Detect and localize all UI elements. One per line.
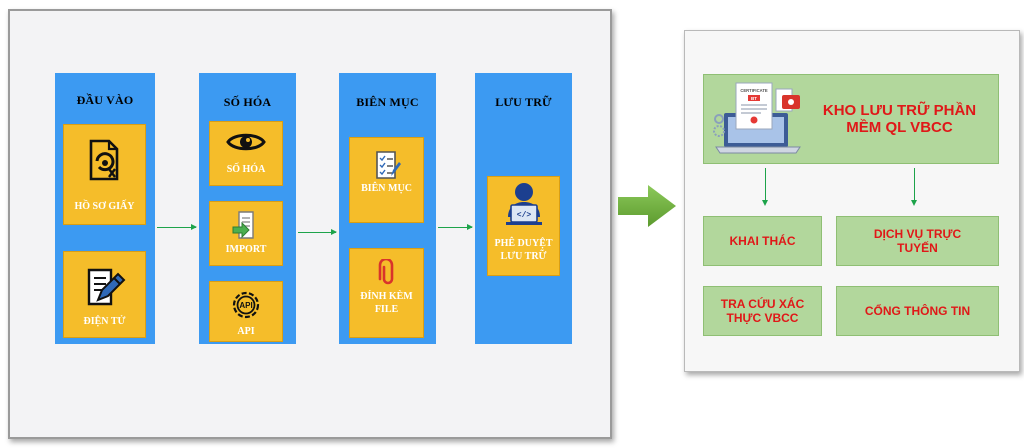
repository-header: KHO LƯU TRỮ PHẦN MỀM QL VBCC CERTIFICATE…	[703, 74, 999, 164]
paper-document-icon	[89, 139, 118, 181]
column-title: SỐ HÓA	[223, 95, 272, 109]
column-title: ĐẦU VÀO	[76, 93, 134, 107]
service-tra-cuu-xac-thuc: TRA CỨU XÁC THỰC VBCC	[703, 286, 822, 336]
developer-user-icon: </>	[505, 183, 542, 225]
card-label: IMPORT	[225, 244, 267, 255]
api-gear-icon: API	[232, 291, 260, 319]
connector-arrow	[911, 168, 917, 206]
service-khai-thac: KHAI THÁC	[703, 216, 822, 266]
connector-arrow	[298, 229, 337, 235]
repository-panel: KHO LƯU TRỮ PHẦN MỀM QL VBCC CERTIFICATE…	[684, 30, 1020, 372]
repository-title: KHO LƯU TRỮ PHẦN MỀM QL VBCC	[822, 102, 977, 136]
card-label: HỒ SƠ GIẤY	[74, 201, 135, 212]
import-icon	[232, 211, 254, 239]
card-label: ĐIỆN TỬ	[83, 316, 126, 327]
certificate-header-text: CERTIFICATE	[740, 88, 768, 93]
svg-text:API: API	[239, 301, 252, 310]
card-label: SỐ HÓA	[226, 164, 266, 175]
column-title: LƯU TRỮ	[495, 95, 552, 109]
card-label: ĐÍNH KÈM FILE	[360, 291, 413, 315]
certificate-badge-text: BT	[751, 96, 757, 101]
svg-text:</>: </>	[516, 211, 531, 220]
card-label: PHÊ DUYỆT LƯU TRỮ	[494, 238, 553, 262]
column-luu-tru: LƯU TRỮ </> PHÊ DUYỆT LƯU TRỮ	[475, 73, 572, 344]
workflow-panel: ĐẦU VÀO HỒ SƠ GIẤY ĐIỆN TỬ SỐ HÓA	[8, 9, 612, 439]
paperclip-icon	[378, 259, 393, 285]
column-so-hoa: SỐ HÓA SỐ HÓA IMPORT API API	[199, 73, 296, 344]
card-ho-so-giay: HỒ SƠ GIẤY	[63, 124, 146, 225]
card-import: IMPORT	[209, 201, 283, 266]
connector-arrow	[762, 168, 768, 206]
column-title: BIÊN MỤC	[356, 95, 419, 109]
service-dich-vu-truc-tuyen: DỊCH VỤ TRỰC TUYẾN	[836, 216, 999, 266]
electronic-document-icon	[87, 268, 125, 306]
card-label: API	[237, 326, 255, 337]
connector-arrow	[157, 224, 197, 230]
card-phe-duyet-luu-tru: </> PHÊ DUYỆT LƯU TRỮ	[487, 176, 560, 276]
flow-arrow-icon	[618, 185, 676, 227]
certificate-laptop-icon: CERTIFICATE BT	[713, 82, 801, 154]
eye-icon	[226, 133, 266, 151]
card-dinh-kem-file: ĐÍNH KÈM FILE	[349, 248, 424, 338]
card-bien-muc: BIÊN MỤC	[349, 137, 424, 223]
column-bien-muc: BIÊN MỤC BIÊN MỤC ĐÍNH KÈM FILE	[339, 73, 436, 344]
card-api: API API	[209, 281, 283, 342]
card-dien-tu: ĐIỆN TỬ	[63, 251, 146, 338]
connector-arrow	[438, 224, 473, 230]
checklist-icon	[375, 151, 401, 179]
column-dau-vao: ĐẦU VÀO HỒ SƠ GIẤY ĐIỆN TỬ	[55, 73, 155, 344]
card-label: BIÊN MỤC	[361, 183, 412, 194]
card-so-hoa: SỐ HÓA	[209, 121, 283, 186]
service-cong-thong-tin: CỔNG THÔNG TIN	[836, 286, 999, 336]
